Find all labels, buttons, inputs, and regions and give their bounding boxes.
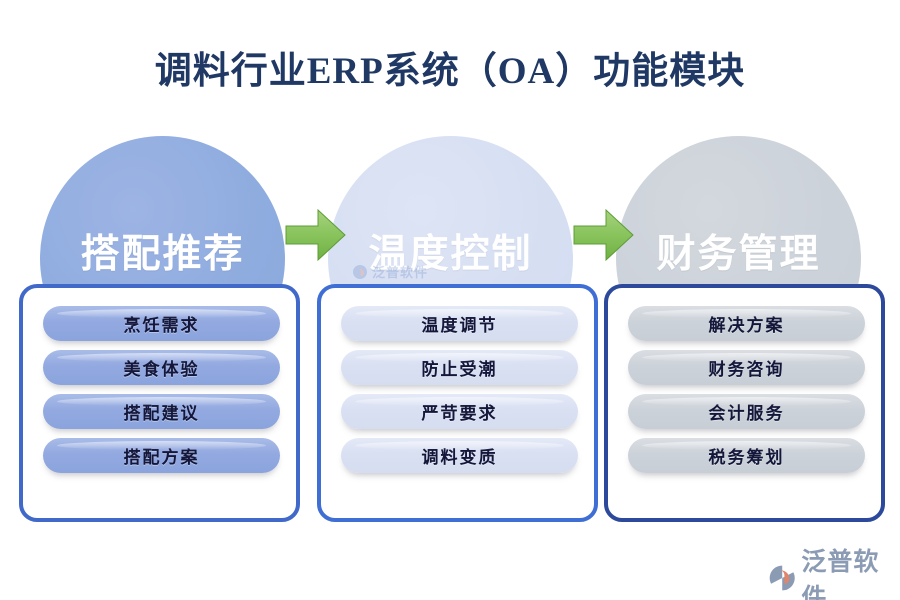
list-item-label: 严苛要求 (421, 404, 498, 423)
list-item-label: 烹饪需求 (123, 316, 200, 335)
page-title: 调料行业ERP系统（OA）功能模块 (154, 51, 746, 92)
fanpu-logo-icon (353, 264, 367, 279)
stage-circle-label-3: 财务管理 (656, 232, 821, 276)
center-watermark-text: 泛普软件 (372, 265, 429, 280)
list-item[interactable]: 严苛要求 (341, 394, 578, 429)
stage-item-list-2: 温度调节 防止受潮 严苛要求 调料变质 (341, 306, 578, 473)
fanpu-logo-icon (769, 565, 795, 591)
list-item-label: 搭配方案 (123, 448, 200, 467)
list-item-label: 调料变质 (421, 448, 498, 467)
list-item[interactable]: 防止受潮 (341, 350, 578, 385)
list-item[interactable]: 烹饪需求 (43, 306, 280, 341)
list-item-label: 会计服务 (708, 404, 785, 423)
list-item-label: 财务咨询 (708, 360, 785, 379)
list-item[interactable]: 温度调节 (341, 306, 578, 341)
list-item-label: 搭配建议 (123, 404, 200, 423)
stage-panel-1: 烹饪需求 美食体验 搭配建议 搭配方案 (19, 284, 300, 522)
list-item[interactable]: 解决方案 (628, 306, 865, 341)
brand-name: 泛普软件 (801, 548, 880, 600)
stage-panel-2: 温度调节 防止受潮 严苛要求 调料变质 (317, 284, 598, 522)
brand-logo: 泛普软件 www.fanpusoft.com (768, 542, 900, 600)
list-item-label: 美食体验 (123, 360, 200, 379)
stage-panel-3: 解决方案 财务咨询 会计服务 税务筹划 (604, 284, 885, 522)
stage-circle-label-1: 搭配推荐 (80, 232, 245, 276)
center-watermark: 泛普软件 (352, 262, 428, 281)
stage-item-list-1: 烹饪需求 美食体验 搭配建议 搭配方案 (43, 306, 280, 473)
stage-item-list-3: 解决方案 财务咨询 会计服务 税务筹划 (628, 306, 865, 473)
list-item[interactable]: 财务咨询 (628, 350, 865, 385)
list-item-label: 防止受潮 (421, 360, 498, 379)
list-item-label: 解决方案 (708, 316, 785, 335)
list-item[interactable]: 税务筹划 (628, 438, 865, 473)
list-item-label: 温度调节 (421, 316, 498, 335)
stage-circle-label-2: 温度控制 (368, 232, 533, 276)
list-item[interactable]: 美食体验 (43, 350, 280, 385)
right-arrow-icon (573, 205, 635, 265)
list-item[interactable]: 会计服务 (628, 394, 865, 429)
list-item[interactable]: 搭配方案 (43, 438, 280, 473)
list-item[interactable]: 调料变质 (341, 438, 578, 473)
right-arrow-icon (285, 205, 347, 265)
list-item[interactable]: 搭配建议 (43, 394, 280, 429)
list-item-label: 税务筹划 (708, 448, 785, 467)
